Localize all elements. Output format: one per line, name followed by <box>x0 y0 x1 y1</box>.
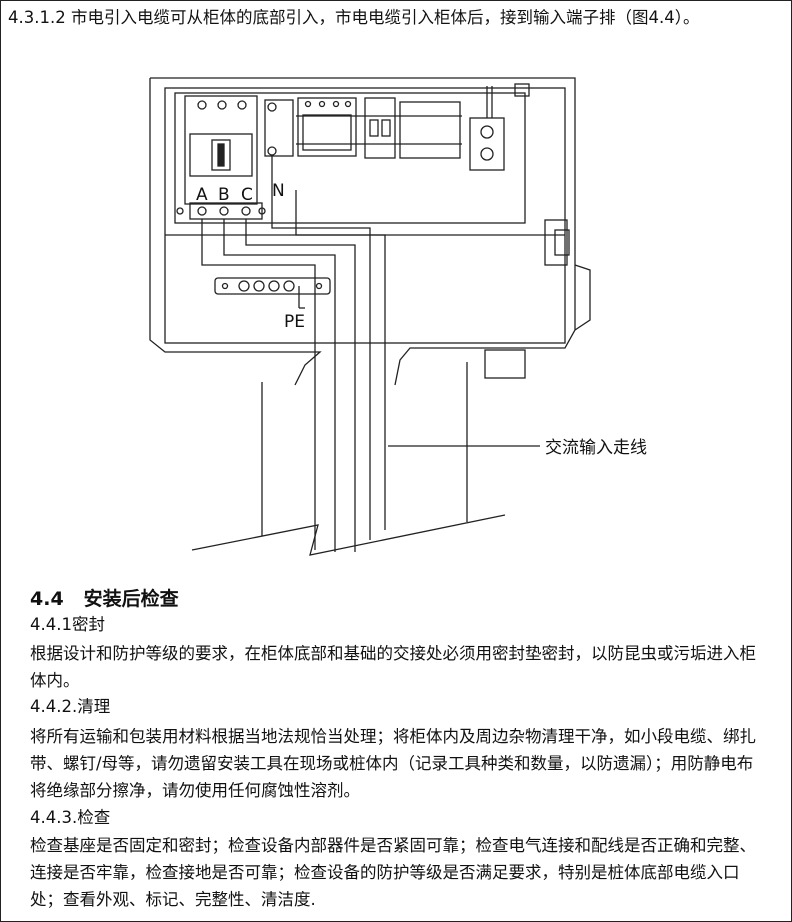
label-n: N <box>272 181 285 201</box>
paragraph-inspection: 检查基座是否固定和密封；检查设备内部器件是否紧固可靠；检查电气连接和配线是否正确… <box>30 836 756 909</box>
mounting-plate <box>174 92 526 224</box>
label-pe: PE <box>284 312 305 332</box>
small-breaker <box>364 97 396 159</box>
wiring-diagram-svg: A B C N PE 交流输入走线 <box>149 77 647 556</box>
label-ac-input: 交流输入走线 <box>545 438 647 458</box>
side-bracket <box>544 219 568 266</box>
cabinet-inner-frame <box>164 87 566 344</box>
label-b: B <box>218 185 230 205</box>
cabinet-outline-right <box>150 77 576 386</box>
section-number: 4.4 <box>30 588 64 610</box>
section-title: 安装后检查 <box>83 588 179 610</box>
pe-bar <box>214 277 331 295</box>
circuit-breaker <box>184 95 258 205</box>
paragraph-sealing: 根据设计和防护等级的要求，在柜体底部和基础的交接处必须用密封垫密封，以防昆虫或污… <box>30 644 756 690</box>
subheading-inspection: 4.4.3.检查 <box>30 808 111 827</box>
section-heading: 4.4 安装后检查 <box>30 584 179 611</box>
cabinet-outline-left <box>149 78 322 386</box>
intro-paragraph: 4.3.1.2 市电引入电缆可从柜体的底部引入，市电电缆引入柜体后，接到输入端子… <box>8 8 700 27</box>
wiring-diagram: A B C N PE 交流输入走线 <box>0 60 792 580</box>
paragraph-cleaning: 将所有运输和包装用材料根据当地法规恰当处理；将柜体内及周边杂物清理干净，如小段电… <box>30 727 756 800</box>
label-c: C <box>241 185 253 205</box>
subheading-sealing: 4.4.1密封 <box>30 615 105 634</box>
subheading-cleaning: 4.4.2.清理 <box>30 697 111 716</box>
label-a: A <box>196 185 208 205</box>
contactor <box>297 97 357 157</box>
